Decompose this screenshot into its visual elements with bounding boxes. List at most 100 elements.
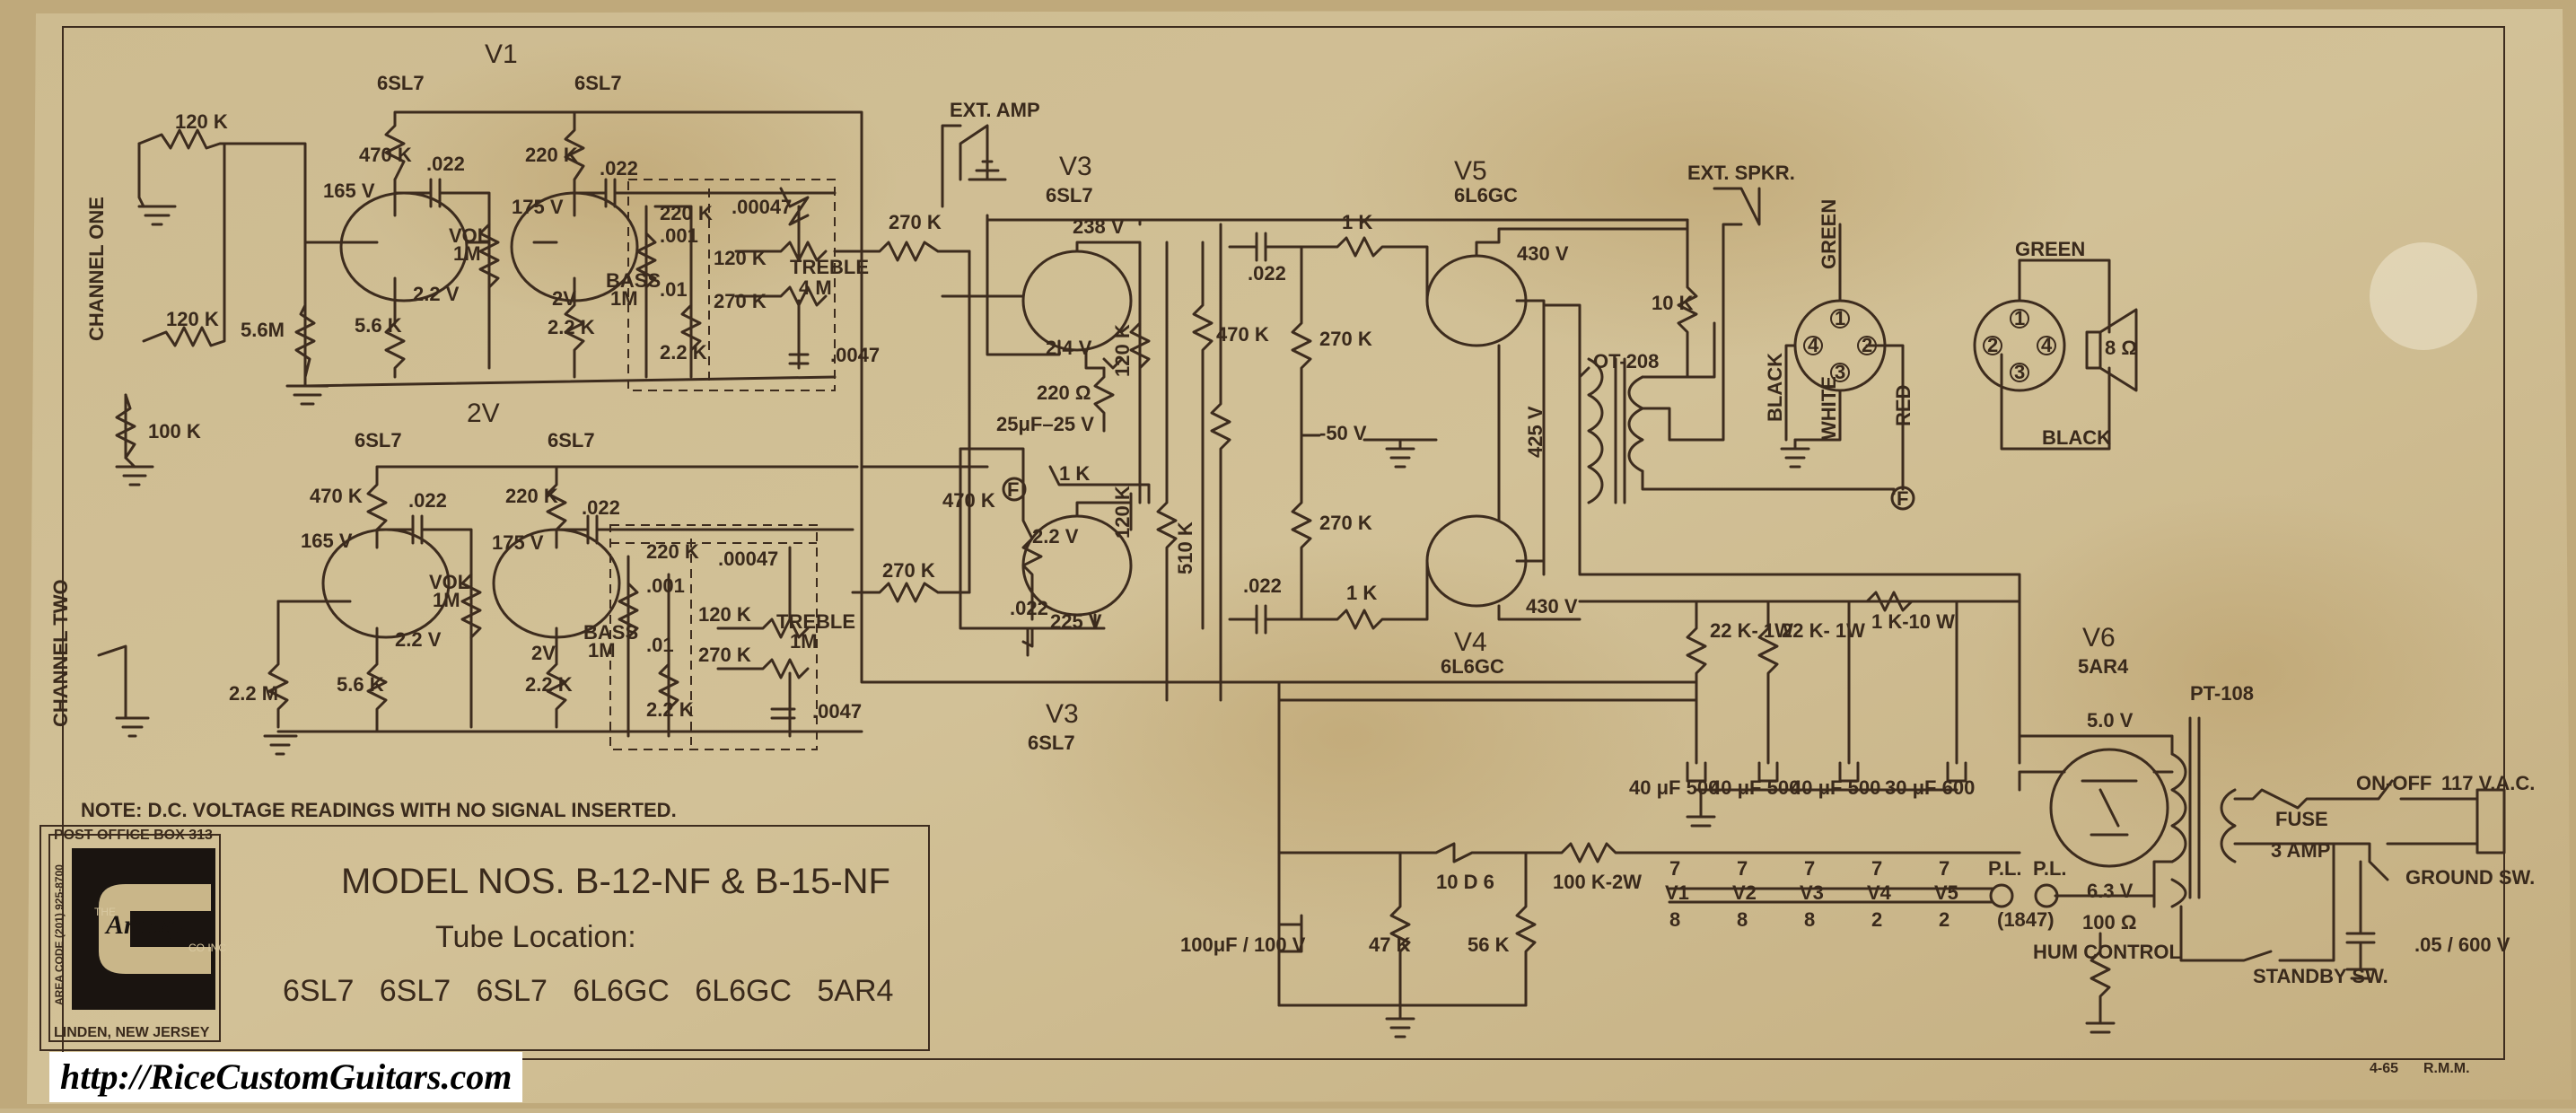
- svg-text:8: 8: [1669, 908, 1680, 931]
- label-470k-v3: 470 K: [942, 489, 995, 512]
- website-url-banner[interactable]: http://RiceCustomGuitars.com: [49, 1052, 523, 1102]
- label-100ohm: 100 Ω: [2082, 911, 2136, 933]
- drawing-initials: R.M.M.: [2423, 1061, 2470, 1076]
- svg-text:7: 7: [1737, 857, 1748, 880]
- label-2-2v-v1: 2.2 V: [413, 283, 460, 305]
- label-vol-v1: VOL: [449, 224, 489, 247]
- tube-location-heading: Tube Location:: [435, 920, 636, 954]
- svg-text:1: 1: [1835, 307, 1845, 329]
- v1-stage: V1 6SL7 6SL7 5.6M 470 K 220 K .022 .022 …: [241, 39, 841, 406]
- svg-text:7: 7: [1804, 857, 1815, 880]
- speaker-plugs: 1 4 2 3 1 2 4 3 GREEN BLACK WHITE RED GR…: [1764, 199, 2138, 511]
- rectifier-v6: V6 5AR4 PT-108 5.0 V: [2018, 623, 2254, 908]
- label-red-1: RED: [1892, 385, 1914, 426]
- label-v3-bottom: V3: [1046, 699, 1079, 729]
- label-01-tone2: .01: [646, 634, 674, 656]
- label-4m-tone1: 4 M: [799, 276, 832, 299]
- label-40uf-a: 40 μF 500: [1629, 776, 1719, 799]
- label-treble-tone2: TREBLE: [776, 610, 855, 633]
- svg-text:V2: V2: [1732, 881, 1757, 904]
- label-225v: 225 V: [1050, 610, 1102, 633]
- label-470k-v2: 470 K: [310, 485, 363, 507]
- label-120k-tone2: 120 K: [698, 603, 751, 626]
- label-v1b-type: 6SL7: [574, 72, 622, 94]
- label-neg50v: -50 V: [1319, 422, 1367, 444]
- label-2-2k-v2: 2.2 K: [525, 673, 573, 696]
- label-1m-vol-v1: 1M: [453, 242, 481, 265]
- label-22k-a: 22 K- 1W: [1710, 619, 1793, 642]
- label-v4-type: 6L6GC: [1441, 655, 1504, 678]
- label-430v-v4: 430 V: [1526, 595, 1578, 618]
- label-40uf-c: 40 μF 500: [1791, 776, 1880, 799]
- label-220k-tone1: 220 K: [660, 202, 713, 224]
- label-channel-one: CHANNEL ONE: [85, 197, 108, 341]
- label-v2b-type: 6SL7: [548, 429, 595, 451]
- power-supply-filter: 22 K- 1W 22 K- 1W 1 K-10 W 40 μF 500 40 …: [1165, 591, 2021, 1007]
- label-ground-sw: GROUND SW.: [2405, 866, 2535, 889]
- label-v3b-type: 6SL7: [1028, 732, 1075, 754]
- label-8ohm: 8 Ω: [2105, 337, 2137, 359]
- output-coupling: .022 1 K 270 K 270 K -50 V .022 1 K: [1228, 211, 1438, 635]
- label-001-tone1: .001: [660, 224, 698, 247]
- label-fuse: FUSE: [2275, 808, 2328, 830]
- label-05-600v: .05 / 600 V: [2414, 933, 2510, 956]
- label-120k-v3a: 120 K: [1111, 324, 1134, 377]
- svg-text:2: 2: [1871, 908, 1882, 931]
- label-510k: 510 K: [1174, 521, 1196, 574]
- label-v5-type: 6L6GC: [1454, 184, 1518, 206]
- label-on-off: ON-OFF: [2356, 772, 2431, 794]
- channel-one-input: 120 K 120 K 100 K CHANNEL ONE: [85, 110, 307, 486]
- area-code: AREA CODE (201) 925-8700: [53, 864, 66, 1005]
- label-1k-v3: 1 K: [1059, 462, 1090, 485]
- label-2-2v-v2: 2.2 V: [395, 628, 442, 651]
- label-the: THE: [94, 906, 116, 918]
- label-022-out1: .022: [1248, 262, 1286, 285]
- label-v5: V5: [1454, 156, 1487, 186]
- label-pl-2: P.L.: [2033, 857, 2067, 880]
- label-2v-v1: 2V: [552, 287, 576, 310]
- label-120k-tone1: 120 K: [714, 247, 767, 269]
- label-01-tone1: .01: [660, 278, 688, 301]
- label-220ohm: 220 Ω: [1037, 381, 1091, 404]
- label-1m-vol-v2: 1M: [433, 589, 460, 611]
- label-co-inc: CO INC: [188, 942, 226, 954]
- po-box: POST OFFICE BOX 313: [54, 828, 213, 843]
- voltage-note: NOTE: D.C. VOLTAGE READINGS WITH NO SIGN…: [81, 799, 677, 821]
- label-1k-out1: 1 K: [1342, 211, 1372, 233]
- label-5-6k-v1: 5.6 K: [355, 314, 402, 337]
- label-black-2: BLACK: [2042, 426, 2111, 449]
- label-10d6: 10 D 6: [1436, 871, 1494, 893]
- svg-text:7: 7: [1871, 857, 1882, 880]
- label-hum: HUM CONTROL: [2033, 941, 2181, 963]
- label-vol-v2: VOL: [429, 571, 469, 593]
- svg-text:V5: V5: [1934, 881, 1958, 904]
- power-tubes: V5 6L6GC V4 6L6GC 430 V 430 V 425 V: [1416, 156, 2021, 765]
- label-1m-bass2: 1M: [588, 639, 616, 662]
- label-black-1: BLACK: [1764, 353, 1786, 422]
- svg-text:3: 3: [1835, 361, 1845, 383]
- svg-text:V4: V4: [1867, 881, 1892, 904]
- label-v1: V1: [485, 39, 518, 69]
- mains-input: ON-OFF 117 V.A.C. FUSE 3 AMP GROUND SW. …: [2179, 772, 2535, 987]
- svg-text:4: 4: [2041, 334, 2053, 356]
- label-220k-tone2: 220 K: [646, 540, 699, 563]
- label-green-1: GREEN: [1818, 199, 1840, 269]
- ampeg-logo: [72, 848, 215, 1010]
- svg-text:8: 8: [1737, 908, 1748, 931]
- speaker-icon: [2085, 330, 2102, 370]
- svg-text:3: 3: [2014, 361, 2025, 383]
- label-ext-amp: EXT. AMP: [950, 99, 1040, 121]
- label-F-v3: F: [1007, 478, 1019, 501]
- svg-text:2: 2: [1939, 908, 1950, 931]
- label-56k: 56 K: [1468, 933, 1510, 956]
- label-30uf: 30 μF 600: [1885, 776, 1975, 799]
- label-pt-108: PT-108: [2190, 682, 2254, 705]
- label-100k-2w: 100 K-2W: [1553, 871, 1642, 893]
- label-bass-tone1: BASS: [606, 269, 661, 292]
- mixer-bus: 270 K 270 K EXT. AMP: [833, 99, 1276, 684]
- label-238v: 238 V: [1073, 215, 1125, 238]
- label-2-2k-tone2: 2.2 K: [646, 698, 694, 721]
- drawing-date: 4-65: [2370, 1061, 2398, 1076]
